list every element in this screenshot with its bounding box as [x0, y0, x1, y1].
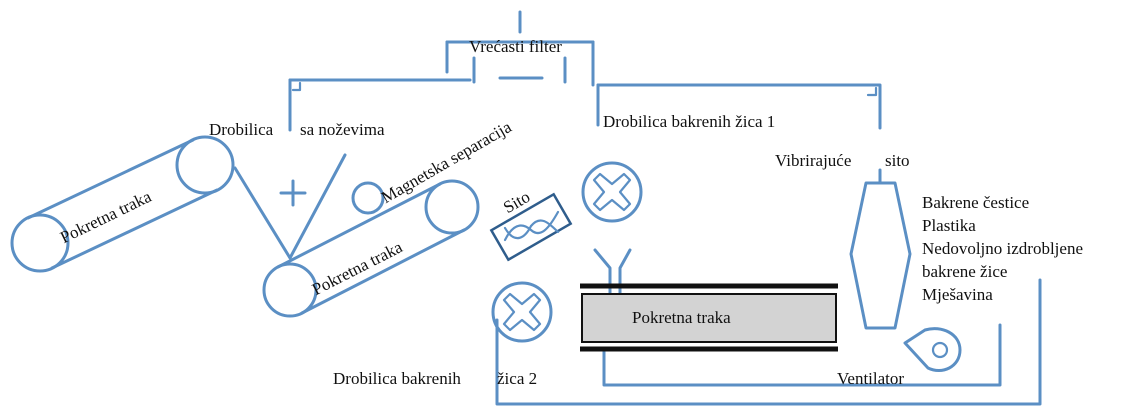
- magnetic-separator: [351, 181, 385, 215]
- fan-label: Ventilator: [837, 369, 905, 388]
- belt-left-bottom: [50, 188, 219, 270]
- belt-bottom-label: Pokretna traka: [632, 308, 731, 327]
- sieve-wave: [503, 219, 560, 240]
- belt-bottom: [580, 283, 838, 352]
- output-copper-wires: bakrene žice: [922, 262, 1008, 281]
- vibrating-sieve: [849, 181, 912, 330]
- wire-crusher-2-cross: [502, 292, 542, 332]
- bag-filter: [472, 56, 567, 84]
- belt-left: [10, 135, 235, 273]
- vibrating-sieve-label-2: sito: [885, 151, 910, 170]
- belt-left-roller: [175, 135, 235, 195]
- wire-crusher-2-label: Drobilica bakrenih: [333, 369, 461, 388]
- belt-left-roller: [10, 213, 70, 273]
- knife-crusher-label: Drobilica: [209, 120, 274, 139]
- wire-crusher-1-body: [581, 161, 643, 223]
- fan: [903, 327, 962, 373]
- wire-crusher-1-label: Drobilica bakrenih žica 1: [603, 112, 776, 131]
- knife-crusher-label-2: sa noževima: [300, 120, 385, 139]
- wire-crusher-2: [491, 281, 553, 343]
- belt-left-top: [26, 138, 195, 220]
- wire-crusher-1-cross: [592, 172, 632, 212]
- belt-middle-top: [276, 182, 442, 269]
- belt-middle-roller: [424, 179, 480, 235]
- return-duct: [602, 323, 1002, 387]
- bag-filter-label: Vrećasti filter: [469, 37, 562, 56]
- sieve: [489, 192, 573, 262]
- duct-to-vibrating-sieve: [596, 83, 882, 130]
- belt-middle: [262, 179, 480, 318]
- wire-crusher-2-label-2: žica 2: [497, 369, 538, 388]
- output-plastic: Plastika: [922, 216, 976, 235]
- output-copper-particles: Bakrene čestice: [922, 193, 1030, 212]
- duct-corner-mark: [291, 81, 302, 92]
- knife-crusher-hopper: [233, 153, 347, 260]
- wire-crusher-2-body: [491, 281, 553, 343]
- fan-rotor: [931, 341, 949, 359]
- vibrating-sieve-label: Vibrirajuće: [775, 151, 852, 170]
- fan-housing: [903, 327, 962, 373]
- sieve-frame: [489, 192, 573, 262]
- belt-bottom-body: [581, 293, 837, 343]
- bottom-duct: [495, 278, 1042, 406]
- belt-middle-roller: [262, 262, 318, 318]
- output-mixture: Mješavina: [922, 285, 993, 304]
- wire-crusher-1: [581, 161, 643, 223]
- duct-corner-mark: [866, 86, 878, 97]
- air-duct: [288, 10, 1042, 406]
- output-undercrushed: Nedovoljno izdrobljene: [922, 239, 1083, 258]
- knife-crusher: [233, 153, 347, 260]
- belt-middle-bottom: [300, 228, 466, 315]
